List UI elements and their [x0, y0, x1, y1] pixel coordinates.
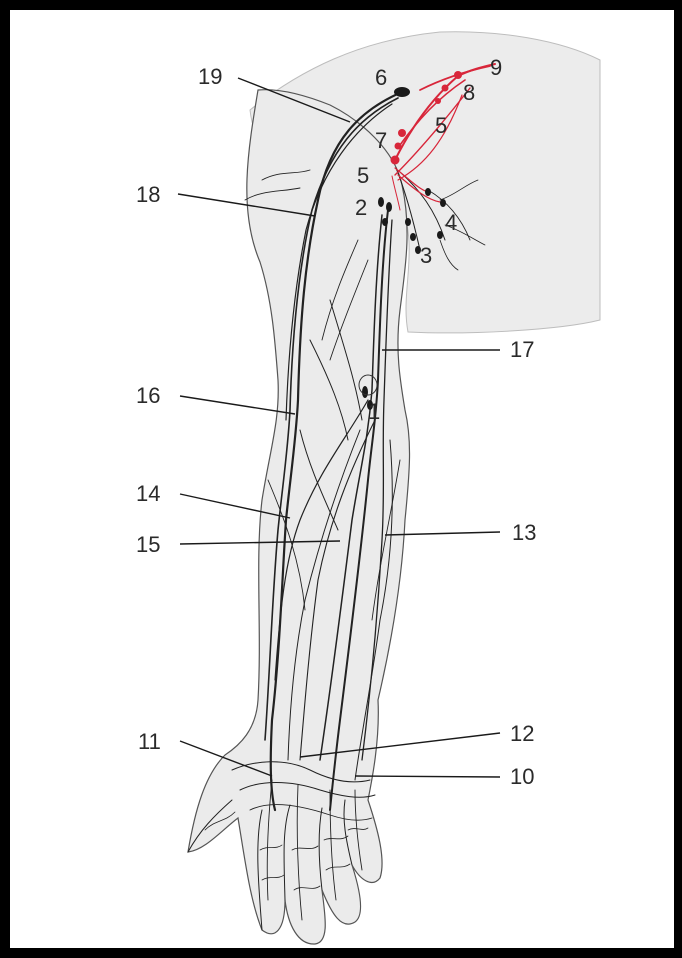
node-apical-1 [454, 71, 462, 79]
leader-10 [355, 776, 500, 777]
arm-silhouette [188, 90, 410, 944]
node-pectoral-3 [437, 231, 443, 239]
label-5-lower: 5 [357, 163, 369, 188]
label-11: 11 [138, 729, 161, 754]
node-central-3 [391, 156, 400, 165]
label-13: 13 [512, 520, 536, 545]
node-apical-3 [435, 98, 441, 104]
label-3: 3 [420, 243, 432, 268]
label-7: 7 [375, 128, 387, 153]
node-lateral-1 [378, 197, 384, 207]
label-4: 4 [445, 210, 457, 235]
node-subscapular-1 [405, 218, 411, 226]
node-central-2 [395, 143, 402, 150]
node-pectoral-1 [425, 188, 431, 196]
label-6: 6 [375, 65, 387, 90]
label-9: 9 [490, 55, 502, 80]
label-5-upper: 5 [435, 113, 447, 138]
node-pectoral-2 [440, 199, 446, 207]
label-8: 8 [463, 80, 475, 105]
node-cubital-1 [362, 386, 368, 398]
label-14: 14 [136, 481, 160, 506]
label-2: 2 [355, 195, 367, 220]
label-12: 12 [510, 721, 534, 746]
label-16: 16 [136, 383, 160, 408]
node-infraclavicular [394, 87, 410, 97]
node-apical-2 [442, 85, 449, 92]
node-lateral-2 [386, 202, 392, 212]
node-central-1 [398, 129, 406, 137]
label-19: 19 [198, 64, 222, 89]
label-10: 10 [510, 764, 534, 789]
node-subscapular-2 [410, 233, 416, 241]
label-15: 15 [136, 532, 160, 557]
label-18: 18 [136, 182, 160, 207]
node-lateral-3 [382, 218, 388, 226]
label-17: 17 [510, 337, 534, 362]
label-1: 1 [368, 399, 380, 424]
